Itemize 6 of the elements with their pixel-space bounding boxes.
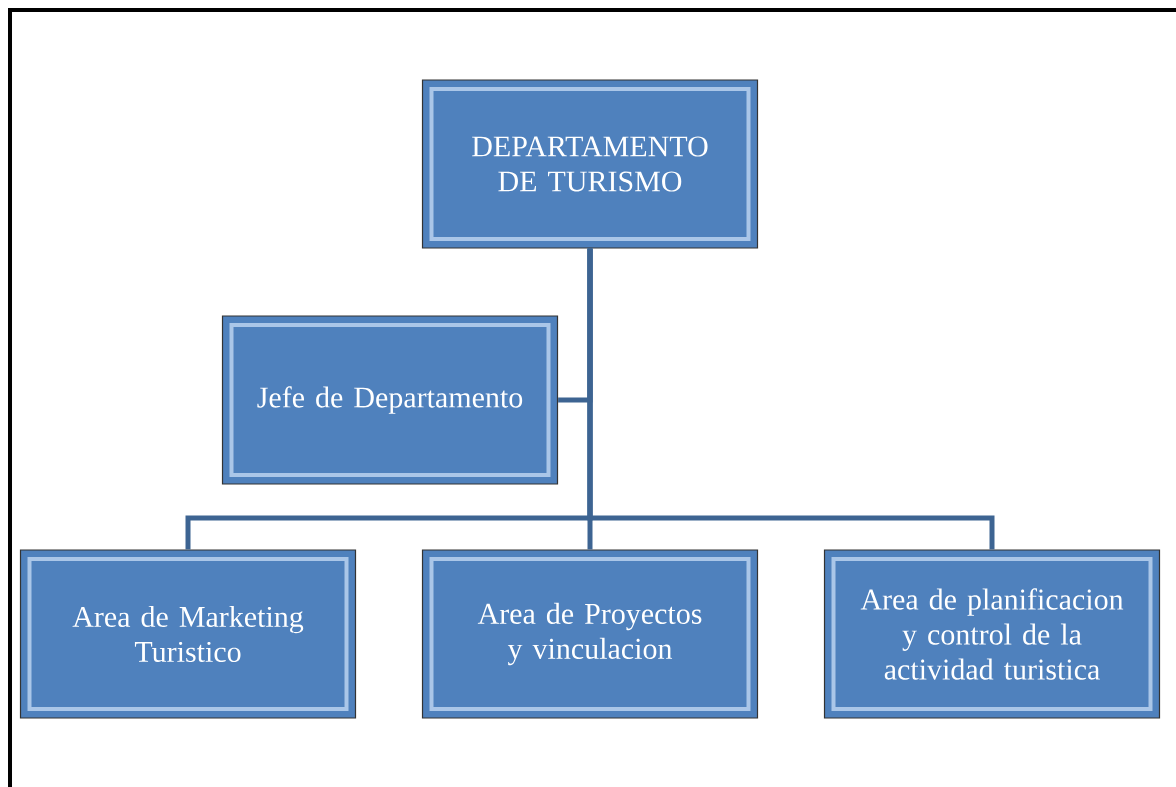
org-box: Jefe de Departamento (221, 315, 559, 485)
org-box: Area de Proyectos y vinculacion (421, 549, 759, 719)
org-box: DEPARTAMENTO DE TURISMO (421, 79, 759, 249)
org-box: Area de planificacion y control de la actividad turistica (823, 549, 1161, 719)
org-box: Area de Marketing Turistico (19, 549, 357, 719)
connector-line (587, 248, 995, 550)
